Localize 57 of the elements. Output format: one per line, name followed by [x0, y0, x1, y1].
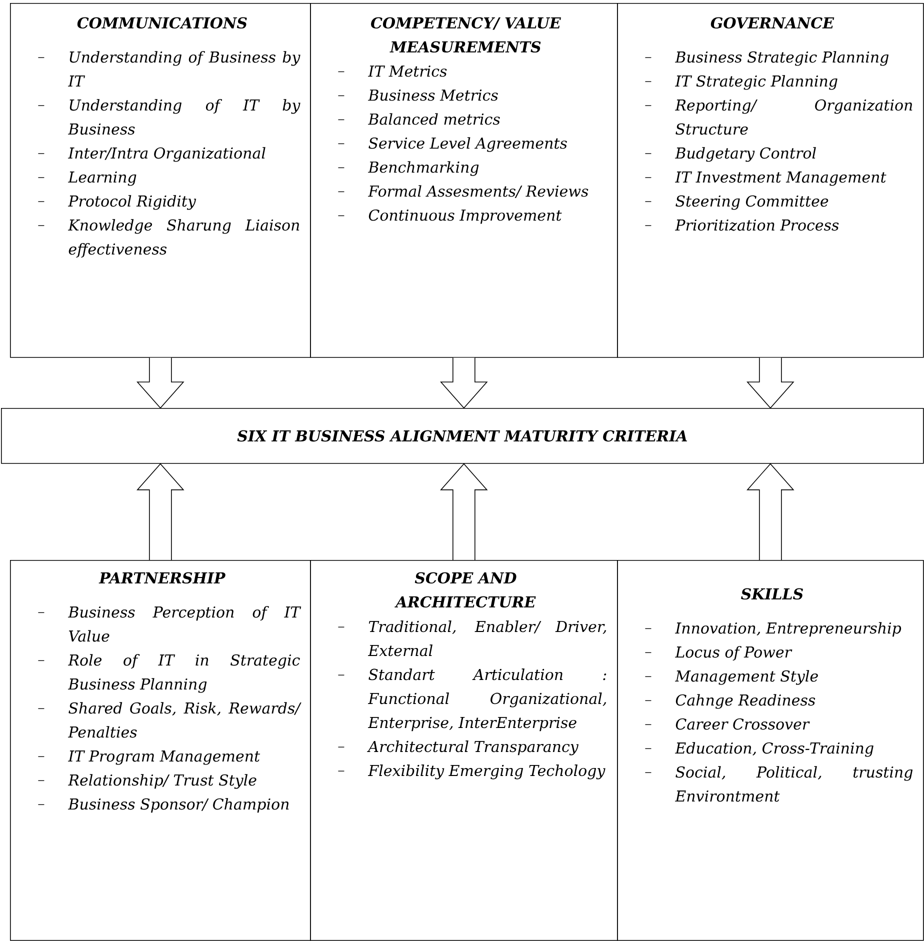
category-box: [617, 560, 924, 941]
box-heading: COMPETENCY/ VALUE MEASUREMENTS: [371, 17, 562, 53]
block-arrow: [746, 357, 794, 409]
list-item: Role of IT in Strategic Business Planning: [38, 654, 300, 693]
list-item: Social, Political, trusting Environtment: [644, 766, 913, 802]
box-heading: SCOPE AND ARCHITECTURE: [394, 572, 536, 608]
list-item: Business Metrics: [338, 90, 498, 101]
list-item: Formal Assesments/ Reviews: [338, 185, 588, 198]
list-item: Service Level Agreements: [338, 137, 567, 152]
category-box: [310, 560, 618, 941]
list-item: Traditional, Enabler/ Driver, External: [338, 620, 606, 656]
list-item: IT Investment Management: [644, 172, 886, 186]
category-box: [10, 560, 311, 941]
block-arrow: [440, 463, 488, 560]
box-heading: SKILLS: [741, 588, 803, 600]
list-item: Steering Committee: [644, 195, 828, 210]
category-box: [310, 3, 618, 358]
list-item: Relationship/ Trust Style: [38, 774, 256, 789]
list-item: Flexibility Emerging Techology: [338, 764, 606, 780]
list-item: Standart Articulation : Functional Organizational, Enterprise, InterEnterprise: [338, 668, 606, 732]
category-box: [10, 3, 311, 358]
list-item: Management Style: [644, 670, 818, 685]
list-item: Benchmarking: [338, 161, 479, 176]
list-item: IT Strategic Planning: [644, 75, 838, 90]
list-item: Business Perception of IT Value: [38, 606, 302, 642]
block-arrow: [746, 463, 794, 560]
criteria-title: SIX IT BUSINESS ALIGNMENT MATURITY CRITERIA: [237, 430, 687, 442]
list-item: Career Crossover: [644, 718, 810, 730]
list-item: Inter/Intra Organizational: [38, 147, 266, 162]
list-item: Cahnge Readiness: [644, 694, 816, 709]
list-item: Shared Goals, Risk, Rewards/ Penalties: [38, 702, 302, 738]
block-arrow: [136, 463, 184, 560]
list-item: Prioritization Process: [644, 219, 839, 231]
list-item: Business Sponsor/ Champion: [38, 798, 289, 813]
list-item: Education, Cross-Training: [644, 742, 874, 757]
list-item: Understanding of IT by Business: [38, 99, 300, 135]
category-box: [617, 3, 924, 358]
list-item: Balanced metrics: [338, 113, 500, 125]
block-arrow: [440, 357, 488, 409]
list-item: Architectural Transparancy: [338, 740, 579, 756]
list-item: IT Metrics: [338, 66, 447, 77]
box-heading: COMMUNICATIONS: [77, 17, 247, 29]
list-item: Locus of Power: [644, 646, 792, 661]
list-item: Continuous Improvement: [338, 209, 562, 224]
list-item: IT Program Management: [38, 750, 260, 765]
block-arrow: [136, 357, 184, 409]
list-item: Protocol Rigidity: [38, 195, 196, 210]
list-item: Knowledge Sharung Liaison effectiveness: [38, 219, 300, 258]
criteria-box: [1, 408, 924, 464]
list-item: Innovation, Entrepreneurship: [644, 622, 902, 637]
list-item: Reporting/ Organization Structure: [644, 99, 912, 135]
box-heading: GOVERNANCE: [710, 17, 834, 29]
list-item: Business Strategic Planning: [644, 51, 889, 66]
list-item: Understanding of Business by IT: [38, 51, 300, 86]
list-item: Learning: [38, 171, 136, 186]
list-item: Budgetary Control: [644, 147, 816, 162]
box-heading: PARTNERSHIP: [98, 572, 226, 584]
